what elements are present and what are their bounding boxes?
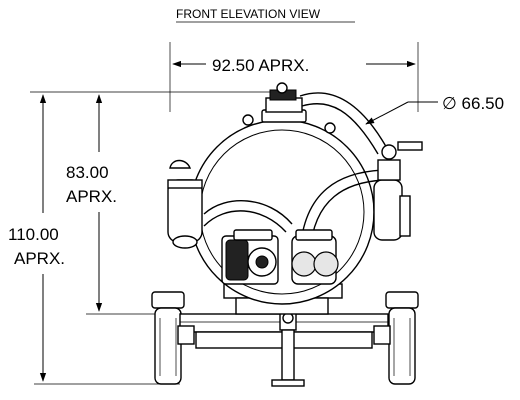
right-cylinder-handle [399,195,411,237]
drawing-title: FRONT ELEVATION VIEW [176,7,321,21]
trailer [151,291,419,387]
right-wheel [388,307,416,385]
diameter-leader-diagonal [365,101,409,125]
axle-bracket-left [177,325,195,345]
top-hose-outer [299,92,389,151]
width-dimension-label: 92.50 APRX. [212,56,309,75]
right-fender [385,291,419,309]
manway-handle [276,82,288,94]
right-cylinder-head [377,159,401,181]
right-cylinder [373,179,403,241]
overall-height-unit: APRX. [14,249,65,268]
inner-height-unit: APRX. [66,187,117,206]
engine-hub [255,255,269,269]
left-wheel [154,307,182,385]
engine [221,229,279,285]
pump-chamber-left [291,251,317,277]
pump [291,229,339,285]
jack-post [281,329,295,381]
right-cylinder-fitting [381,144,397,160]
left-hose-outer [203,200,293,225]
inner-height-value: 83.00 [66,163,109,182]
top-hose-inner [301,102,379,155]
engine-tank [233,229,273,241]
pump-manifold [295,229,333,241]
left-hose-inner [203,210,287,233]
tank-outer-shell [189,119,375,305]
engine-shroud [225,239,249,281]
overall-height-value: 110.00 [8,225,59,244]
left-fender [151,291,185,309]
tank-top-left-fitting [242,114,254,126]
diameter-dimension-label: ∅ 66.50 [442,94,504,113]
left-cylinder-base [172,235,198,249]
pump-chamber-right [313,251,339,277]
right-cylinder-pipe [397,141,423,151]
left-cylinder-cap [169,159,192,169]
axle-bracket-right [373,325,391,345]
tank-top-right-fitting [324,122,336,134]
jack-foot [271,379,305,387]
left-cylinder-band [167,179,203,189]
left-cylinder [167,179,203,243]
